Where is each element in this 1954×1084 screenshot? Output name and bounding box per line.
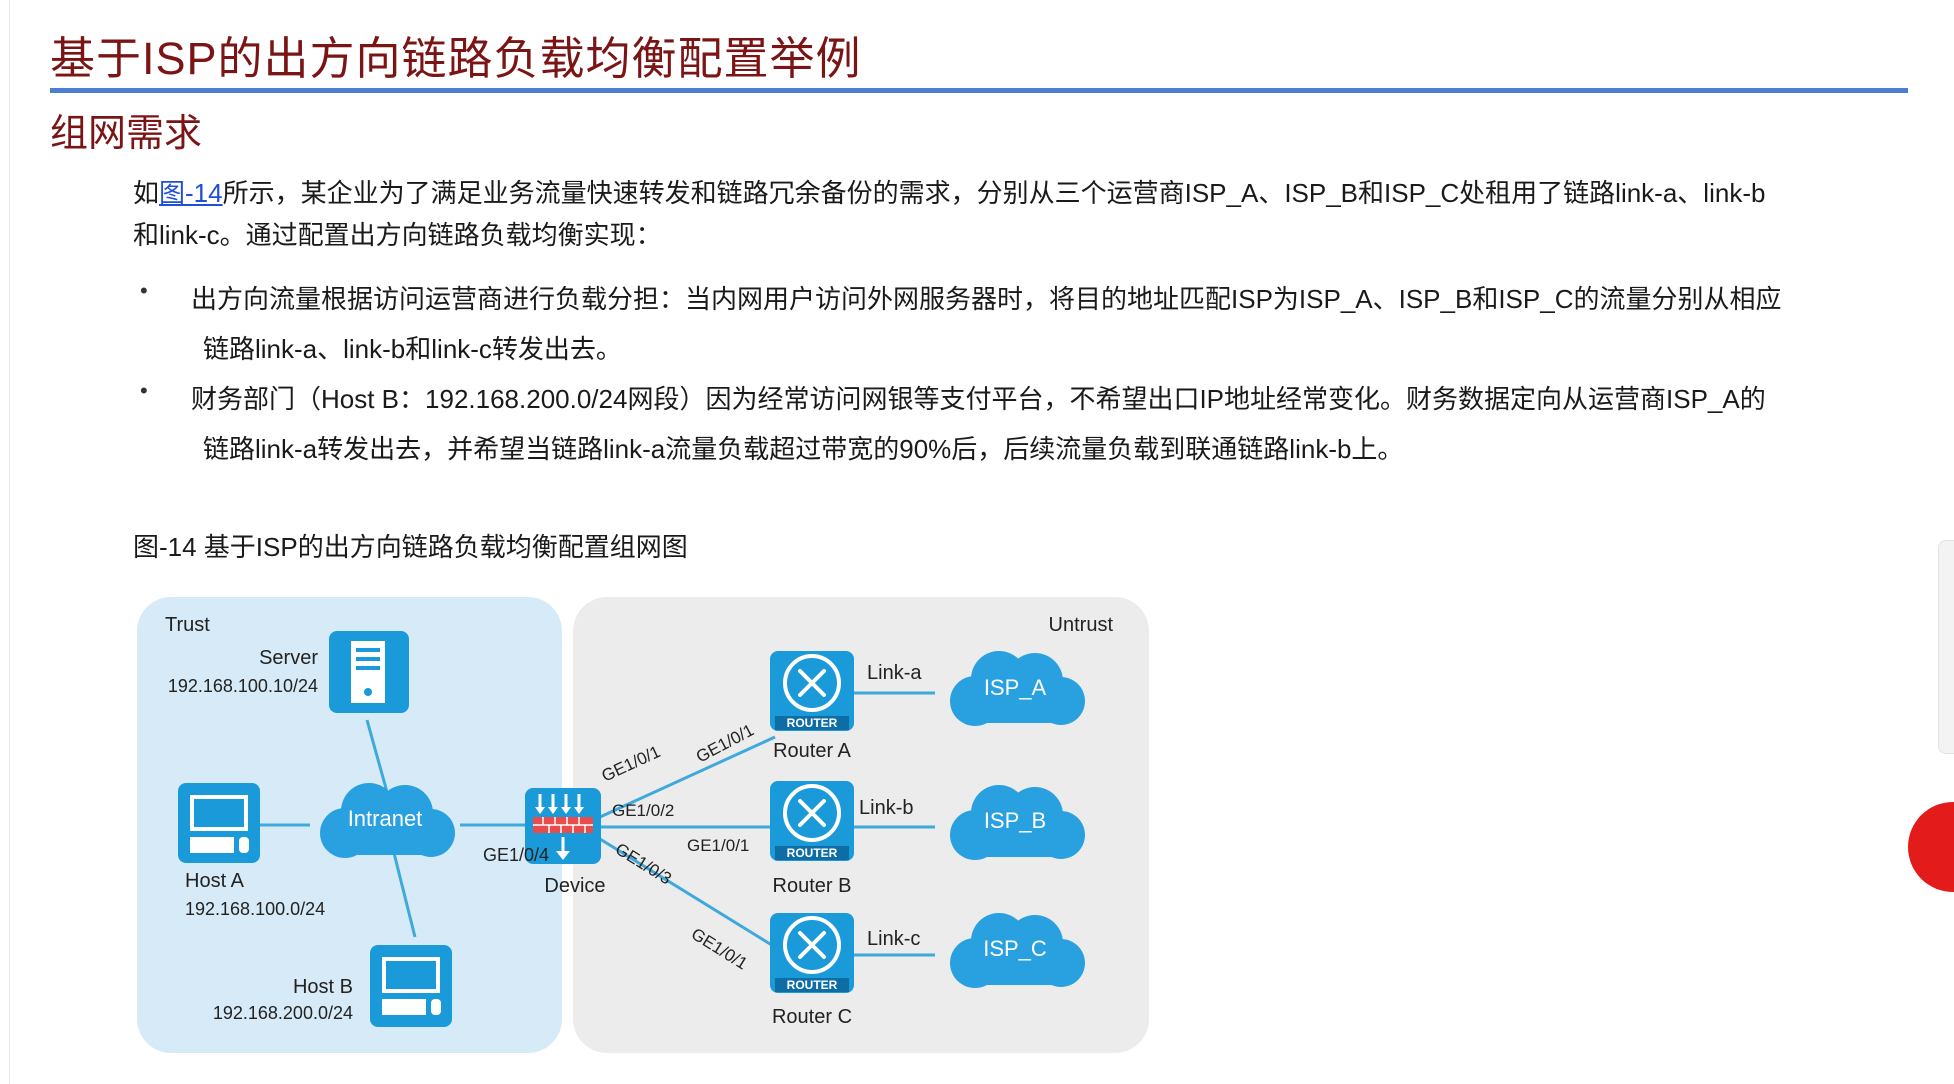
host-a-name: Host A — [185, 870, 245, 892]
side-scroll-tab[interactable] — [1938, 540, 1954, 754]
isp-a-label: ISP_A — [984, 675, 1047, 700]
host-b-name: Host B — [293, 976, 353, 998]
bullet-dot-2: • — [140, 378, 148, 403]
router-c-badge: ROUTER — [787, 978, 838, 992]
server-ip: 192.168.100.10/24 — [168, 676, 318, 696]
intro-line-1: 如图-14所示，某企业为了满足业务流量快速转发和链路冗余备份的需求，分别从三个运… — [133, 172, 1893, 214]
host-b-ip: 192.168.200.0/24 — [213, 1003, 353, 1023]
intranet-label: Intranet — [348, 806, 423, 831]
bullet-2-line-2: 链路link-a转发出去，并希望当链路link-a流量负载超过带宽的90%后，后… — [203, 434, 1404, 464]
server-icon — [329, 631, 409, 713]
link-a-label: Link-a — [867, 662, 922, 684]
intro-prefix: 如 — [133, 178, 160, 208]
figure-link[interactable]: 图-14 — [159, 178, 223, 208]
router-b-badge: ROUTER — [787, 846, 838, 860]
bullet-1-line-2: 链路link-a、link-b和link-c转发出去。 — [203, 334, 622, 364]
router-b-name: Router B — [773, 875, 852, 897]
trust-label: Trust — [165, 614, 210, 636]
title-underline — [50, 88, 1908, 93]
host-a-icon — [178, 783, 260, 863]
device-port-in: GE1/0/4 — [483, 845, 549, 865]
device-port-2: GE1/0/2 — [612, 801, 674, 820]
intro-line-1-text: 所示，某企业为了满足业务流量快速转发和链路冗余备份的需求，分别从三个运营商ISP… — [222, 178, 1766, 208]
router-b-icon — [770, 781, 854, 861]
router-a-badge: ROUTER — [787, 716, 838, 730]
router-a-icon — [770, 651, 854, 731]
server-name: Server — [259, 647, 318, 669]
bullet-2-line-1: 财务部门（Host B：192.168.200.0/24网段）因为经常访问网银等… — [191, 384, 1766, 414]
router-b-port: GE1/0/1 — [687, 836, 749, 855]
page-title: 基于ISP的出方向链路负载均衡配置举例 — [50, 33, 862, 84]
isp-b-label: ISP_B — [984, 808, 1046, 833]
untrust-label: Untrust — [1049, 614, 1114, 636]
figure-caption: 图-14 基于ISP的出方向链路负载均衡配置组网图 — [133, 532, 688, 562]
network-diagram: Trust Untrust Server 192.168.100.10/24 H… — [137, 597, 1149, 1053]
device-name: Device — [544, 875, 605, 897]
link-c-label: Link-c — [867, 928, 920, 950]
isp-c-label: ISP_C — [983, 936, 1047, 961]
host-a-ip: 192.168.100.0/24 — [185, 899, 325, 919]
section-title: 组网需求 — [50, 113, 203, 155]
bullet-1-line-1: 出方向流量根据访问运营商进行负载分担：当内网用户访问外网服务器时，将目的地址匹配… — [191, 284, 1782, 314]
bullet-dot-1: • — [140, 278, 148, 303]
link-b-label: Link-b — [859, 797, 913, 819]
left-margin-rule — [9, 0, 10, 1084]
floating-action-button[interactable] — [1908, 802, 1954, 892]
router-a-name: Router A — [773, 740, 851, 762]
router-c-icon — [770, 913, 854, 993]
router-c-name: Router C — [772, 1006, 852, 1028]
host-b-icon — [370, 945, 452, 1027]
intro-line-2: 和link-c。通过配置出方向链路负载均衡实现： — [133, 220, 662, 250]
firewall-device-icon — [525, 788, 601, 864]
